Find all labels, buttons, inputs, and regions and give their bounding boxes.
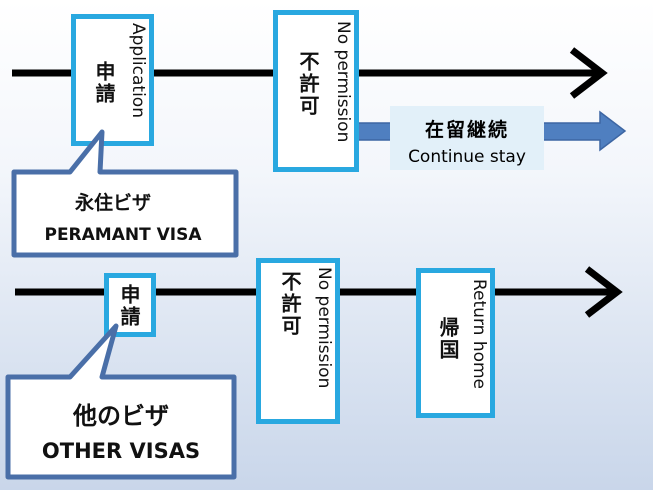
- bottom-return-label-en: Return home: [469, 279, 489, 390]
- top-application-label-en: Application: [129, 23, 146, 118]
- top-callout-text: 永住ビザ PERAMANT VISA: [14, 188, 232, 245]
- bottom-callout-text: 他のビザ OTHER VISAS: [8, 396, 234, 463]
- top-refusal-box: No permission 不許可: [273, 10, 359, 172]
- top-callout-bubble: [11, 129, 239, 258]
- bottom-callout-en: OTHER VISAS: [41, 439, 201, 463]
- bottom-callout-bubble: [5, 323, 237, 480]
- top-callout-en: PERAMANT VISA: [44, 225, 202, 245]
- bottom-refusal-box: No permission 不許可: [256, 258, 340, 424]
- bottom-return-box: Return home 帰国: [416, 268, 495, 418]
- bottom-refusal-label-en: No permission: [314, 267, 334, 389]
- bottom-application-label-jp: 申請: [117, 284, 141, 328]
- bottom-refusal-label-jp: 不許可: [278, 271, 302, 337]
- top-application-box: Application 申請: [71, 14, 154, 146]
- continue-stay-label: 在留継続 Continue stay: [390, 106, 544, 170]
- top-refusal-label-en: No permission: [333, 21, 353, 143]
- top-application-label-jp: 申請: [92, 61, 116, 105]
- bottom-callout-jp: 他のビザ: [73, 402, 169, 430]
- top-timeline-arrowhead: [569, 47, 608, 99]
- continue-stay-en: Continue stay: [408, 147, 526, 167]
- bottom-return-label-jp: 帰国: [436, 317, 460, 361]
- continue-stay-jp: 在留継続: [424, 119, 509, 141]
- bottom-timeline-arrowhead: [584, 266, 623, 318]
- top-callout-jp: 永住ビザ: [74, 192, 151, 214]
- top-refusal-label-jp: 不許可: [296, 51, 320, 117]
